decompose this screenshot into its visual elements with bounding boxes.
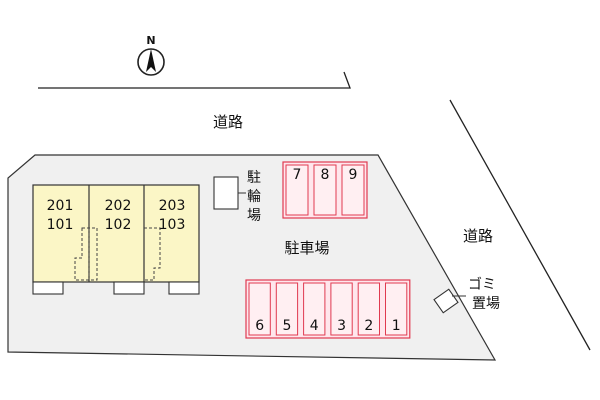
bicycle-parking-char-1: 駐 <box>247 170 261 186</box>
compass-letter: N <box>146 34 155 47</box>
east-road-edge <box>449 99 591 351</box>
parking-space-label-6: 6 <box>255 318 264 334</box>
parking-space-2 <box>357 282 381 336</box>
parking-row-outline <box>245 279 411 339</box>
parking-space-7 <box>285 164 309 216</box>
parking-bottom-row: 6 5 4 3 2 1 <box>245 279 411 339</box>
north-compass-icon: N <box>137 34 165 76</box>
parking-space-1 <box>385 282 408 336</box>
bicycle-parking-char-2: 輪 <box>247 188 261 205</box>
parking-space-3 <box>330 282 353 336</box>
bicycle-parking: 駐 輪 場 <box>213 170 261 224</box>
parking-space-4 <box>303 282 326 336</box>
parking-space-5 <box>275 282 299 336</box>
parking-space-8 <box>313 164 337 216</box>
garbage-area: ゴミ 置場 <box>433 276 500 314</box>
unit-102: 102 <box>105 217 132 233</box>
east-road-label: 道路 <box>463 227 493 245</box>
parking-label: 駐車場 <box>284 239 329 257</box>
unit-202: 202 <box>105 198 132 214</box>
parking-space-6 <box>248 282 271 336</box>
unit-203: 203 <box>159 198 186 214</box>
unit-101: 101 <box>47 217 74 233</box>
parking-space-label-8: 8 <box>321 167 330 183</box>
parking-space-label-3: 3 <box>337 318 346 334</box>
unit-103: 103 <box>159 217 186 233</box>
parking-space-label-1: 1 <box>392 318 401 334</box>
parking-space-label-5: 5 <box>282 318 291 334</box>
garbage-label-line1: ゴミ <box>468 276 496 293</box>
bicycle-parking-char-3: 場 <box>247 208 261 224</box>
unit-201: 201 <box>47 198 74 214</box>
parking-top-row: 7 8 9 <box>282 161 368 219</box>
parking-space-9 <box>341 164 365 216</box>
parking-space-label-9: 9 <box>349 167 358 183</box>
parking-row-outline <box>282 161 368 219</box>
apartment-building: 201 202 203 101 102 103 <box>32 184 200 295</box>
parking-space-label-4: 4 <box>310 318 319 334</box>
garbage-label-line2: 置場 <box>472 296 500 312</box>
north-road-label: 道路 <box>213 113 243 131</box>
parking-space-label-2: 2 <box>364 318 373 334</box>
parking-space-label-7: 7 <box>293 167 302 183</box>
north-road-edge <box>38 71 351 89</box>
